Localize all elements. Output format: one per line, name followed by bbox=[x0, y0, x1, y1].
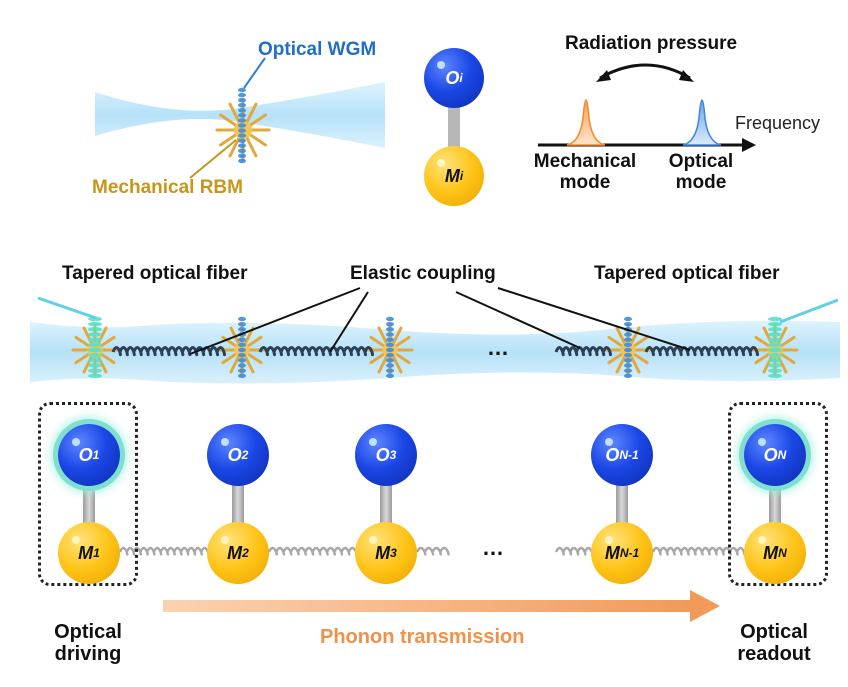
tapered-fiber-right bbox=[779, 298, 839, 324]
top-molecule-link bbox=[448, 96, 460, 154]
coupled-resonators bbox=[71, 316, 799, 379]
tapered-fiber-right-label: Tapered optical fiber bbox=[594, 263, 780, 284]
wgm-ring-top bbox=[238, 87, 246, 164]
mechanical-peak bbox=[566, 99, 606, 146]
chain-ellipsis: … bbox=[482, 535, 504, 560]
elastic-pointer-1 bbox=[189, 287, 361, 355]
wgm-ring-4 bbox=[624, 316, 632, 379]
wgm-ring-1 bbox=[88, 316, 102, 379]
radiation-pressure-label: Radiation pressure bbox=[565, 33, 738, 54]
elastic-coupling-label: Elastic coupling bbox=[350, 263, 496, 284]
chain-spring-3 bbox=[415, 546, 450, 556]
mechanical-rbm-pointer bbox=[189, 139, 237, 179]
frequency-label: Frequency bbox=[735, 113, 821, 133]
optomechanical-link-5 bbox=[769, 478, 781, 530]
phonon-arrow-head bbox=[690, 590, 720, 622]
frequency-axis-arrowhead bbox=[742, 138, 756, 152]
top-wgm-ring bbox=[238, 87, 246, 164]
elastic-pointer-4 bbox=[497, 287, 691, 351]
mechanical-rbm-label: Mechanical RBM bbox=[92, 177, 243, 198]
wgm-ring-3 bbox=[386, 316, 394, 379]
optomechanical-link-4 bbox=[616, 478, 628, 530]
elastic-spring-1 bbox=[111, 346, 226, 357]
phonon-arrow-shaft bbox=[163, 600, 693, 612]
tapered-fiber-left-label: Tapered optical fiber bbox=[62, 263, 248, 284]
optical-readout-label: Optical readout bbox=[737, 621, 811, 665]
wgm-ring-5 bbox=[768, 316, 782, 379]
optical-wgm-label: Optical WGM bbox=[258, 39, 377, 60]
optomechanical-link-1 bbox=[83, 478, 95, 530]
optical-peak bbox=[682, 99, 722, 146]
optomechanical-link-2 bbox=[232, 478, 244, 530]
mechanical-mode-label: Mechanical mode bbox=[533, 151, 637, 193]
elastic-pointer-3 bbox=[455, 291, 581, 349]
wgm-ring-2 bbox=[238, 316, 246, 379]
readout-highlight-box bbox=[728, 402, 828, 586]
middle-ellipsis: … bbox=[487, 335, 509, 360]
elastic-spring-2 bbox=[258, 346, 374, 357]
phonon-transmission-label: Phonon transmission bbox=[320, 626, 525, 648]
optical-mode-label: Optical mode bbox=[668, 151, 734, 193]
optomechanical-link-3 bbox=[380, 478, 392, 530]
chain-spring-2 bbox=[267, 546, 358, 556]
tapered-fiber-left bbox=[37, 296, 97, 320]
elastic-spring-4 bbox=[644, 346, 759, 357]
radiation-pressure-arrow bbox=[599, 63, 691, 80]
optical-wgm-pointer bbox=[243, 57, 266, 89]
coupled-fiber bbox=[30, 320, 840, 384]
optical-driving-label: Optical driving bbox=[54, 621, 122, 665]
driving-highlight-box bbox=[38, 402, 138, 586]
elastic-spring-3 bbox=[554, 346, 612, 357]
chain-spring-4 bbox=[554, 546, 594, 556]
elastic-pointer-2 bbox=[329, 291, 369, 353]
